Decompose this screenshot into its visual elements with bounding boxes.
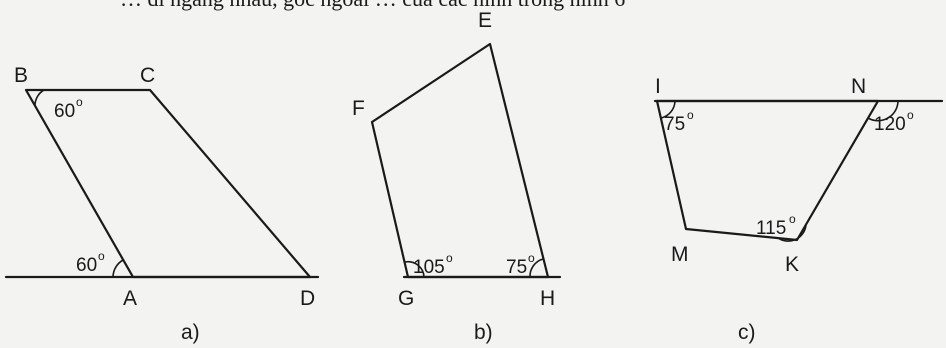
angle-arc-h — [529, 258, 544, 278]
degree-mark-b: o — [76, 95, 83, 109]
angle-value-i: 75 — [664, 114, 685, 135]
angle-arc-g — [404, 260, 425, 278]
quadrilateral-inkm — [655, 99, 880, 242]
vertex-label-n: N — [851, 75, 866, 98]
degree-mark-n: o — [907, 108, 914, 122]
angle-arc-b — [34, 89, 45, 107]
vertex-label-c: C — [140, 64, 155, 87]
figure-a: B C A D 60 o 60 o a) — [4, 64, 320, 344]
caption-b: b) — [474, 321, 493, 344]
vertex-label-k: K — [785, 253, 799, 276]
angle-value-k: 115 — [756, 218, 786, 239]
figure-c: I N M K 75 o 120 o 115 o c) — [653, 75, 944, 344]
degree-mark-a: o — [98, 249, 105, 263]
angle-arc-i — [660, 100, 676, 119]
vertex-label-f: F — [352, 97, 365, 120]
vertex-label-m: M — [671, 243, 689, 266]
angle-value-a: 60 — [76, 255, 97, 276]
angle-value-g: 105 — [413, 257, 445, 278]
degree-mark-i: o — [687, 108, 694, 122]
vertex-label-h: H — [540, 287, 555, 310]
vertex-label-e: E — [478, 9, 492, 32]
quadrilateral-efgh — [370, 42, 550, 279]
angle-arc-k — [777, 224, 807, 242]
caption-c: c) — [738, 321, 756, 344]
angle-value-b: 60 — [54, 101, 75, 122]
header-text: … đi ngang nhau, góc ngoài … của các hìn… — [120, 0, 625, 11]
vertex-label-b: B — [14, 64, 28, 87]
vertex-label-i: I — [655, 75, 661, 98]
angle-arc-a — [112, 259, 124, 278]
vertex-label-a: A — [123, 287, 137, 310]
figure-b: E F G H 105 o 75 o b) — [352, 9, 562, 344]
vertex-label-g: G — [398, 287, 414, 310]
quadrilateral-abcd — [24, 88, 312, 279]
angle-value-h: 75 — [506, 257, 527, 278]
degree-mark-h: o — [528, 251, 535, 265]
angle-value-n: 120 — [874, 114, 906, 135]
vertex-label-d: D — [300, 287, 315, 310]
degree-mark-g: o — [446, 251, 453, 265]
angle-arc-n — [867, 100, 899, 122]
degree-mark-k: o — [789, 212, 796, 226]
caption-a: a) — [181, 321, 200, 344]
